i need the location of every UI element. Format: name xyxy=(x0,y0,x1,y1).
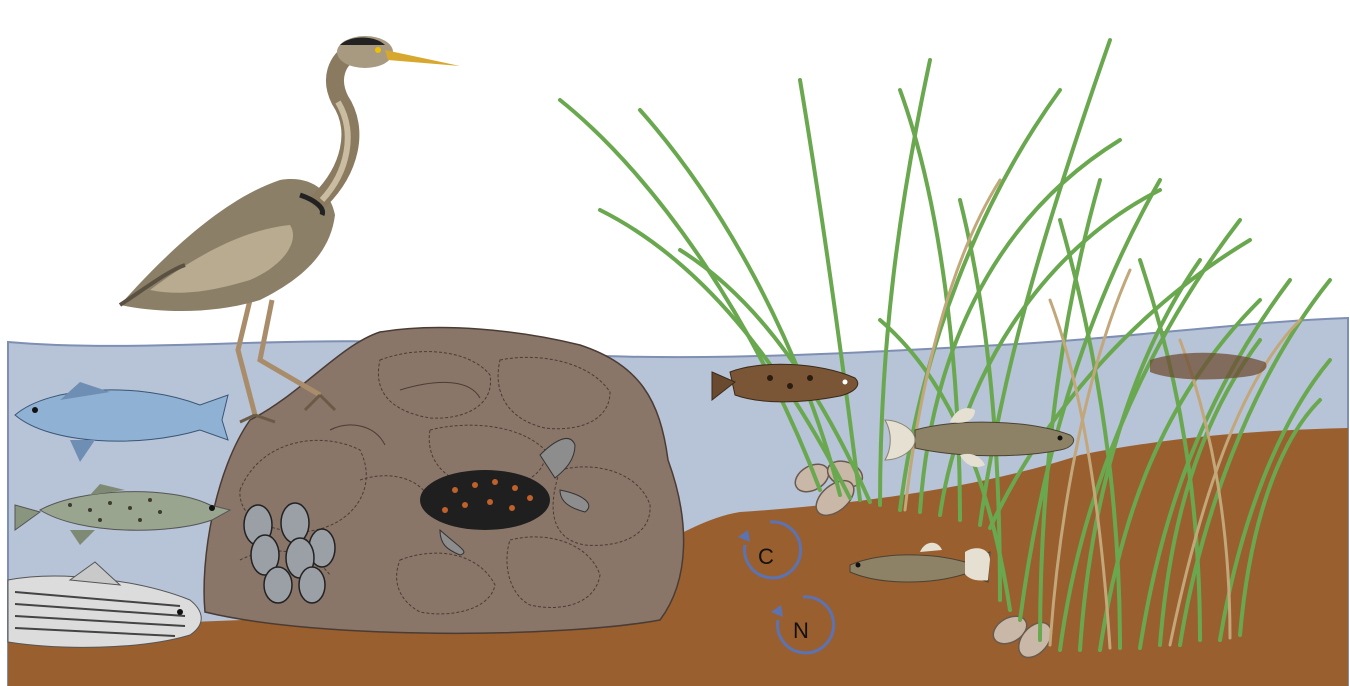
nitrogen-cycle-label: N xyxy=(793,618,809,643)
carbon-cycle-label: C xyxy=(758,544,774,569)
